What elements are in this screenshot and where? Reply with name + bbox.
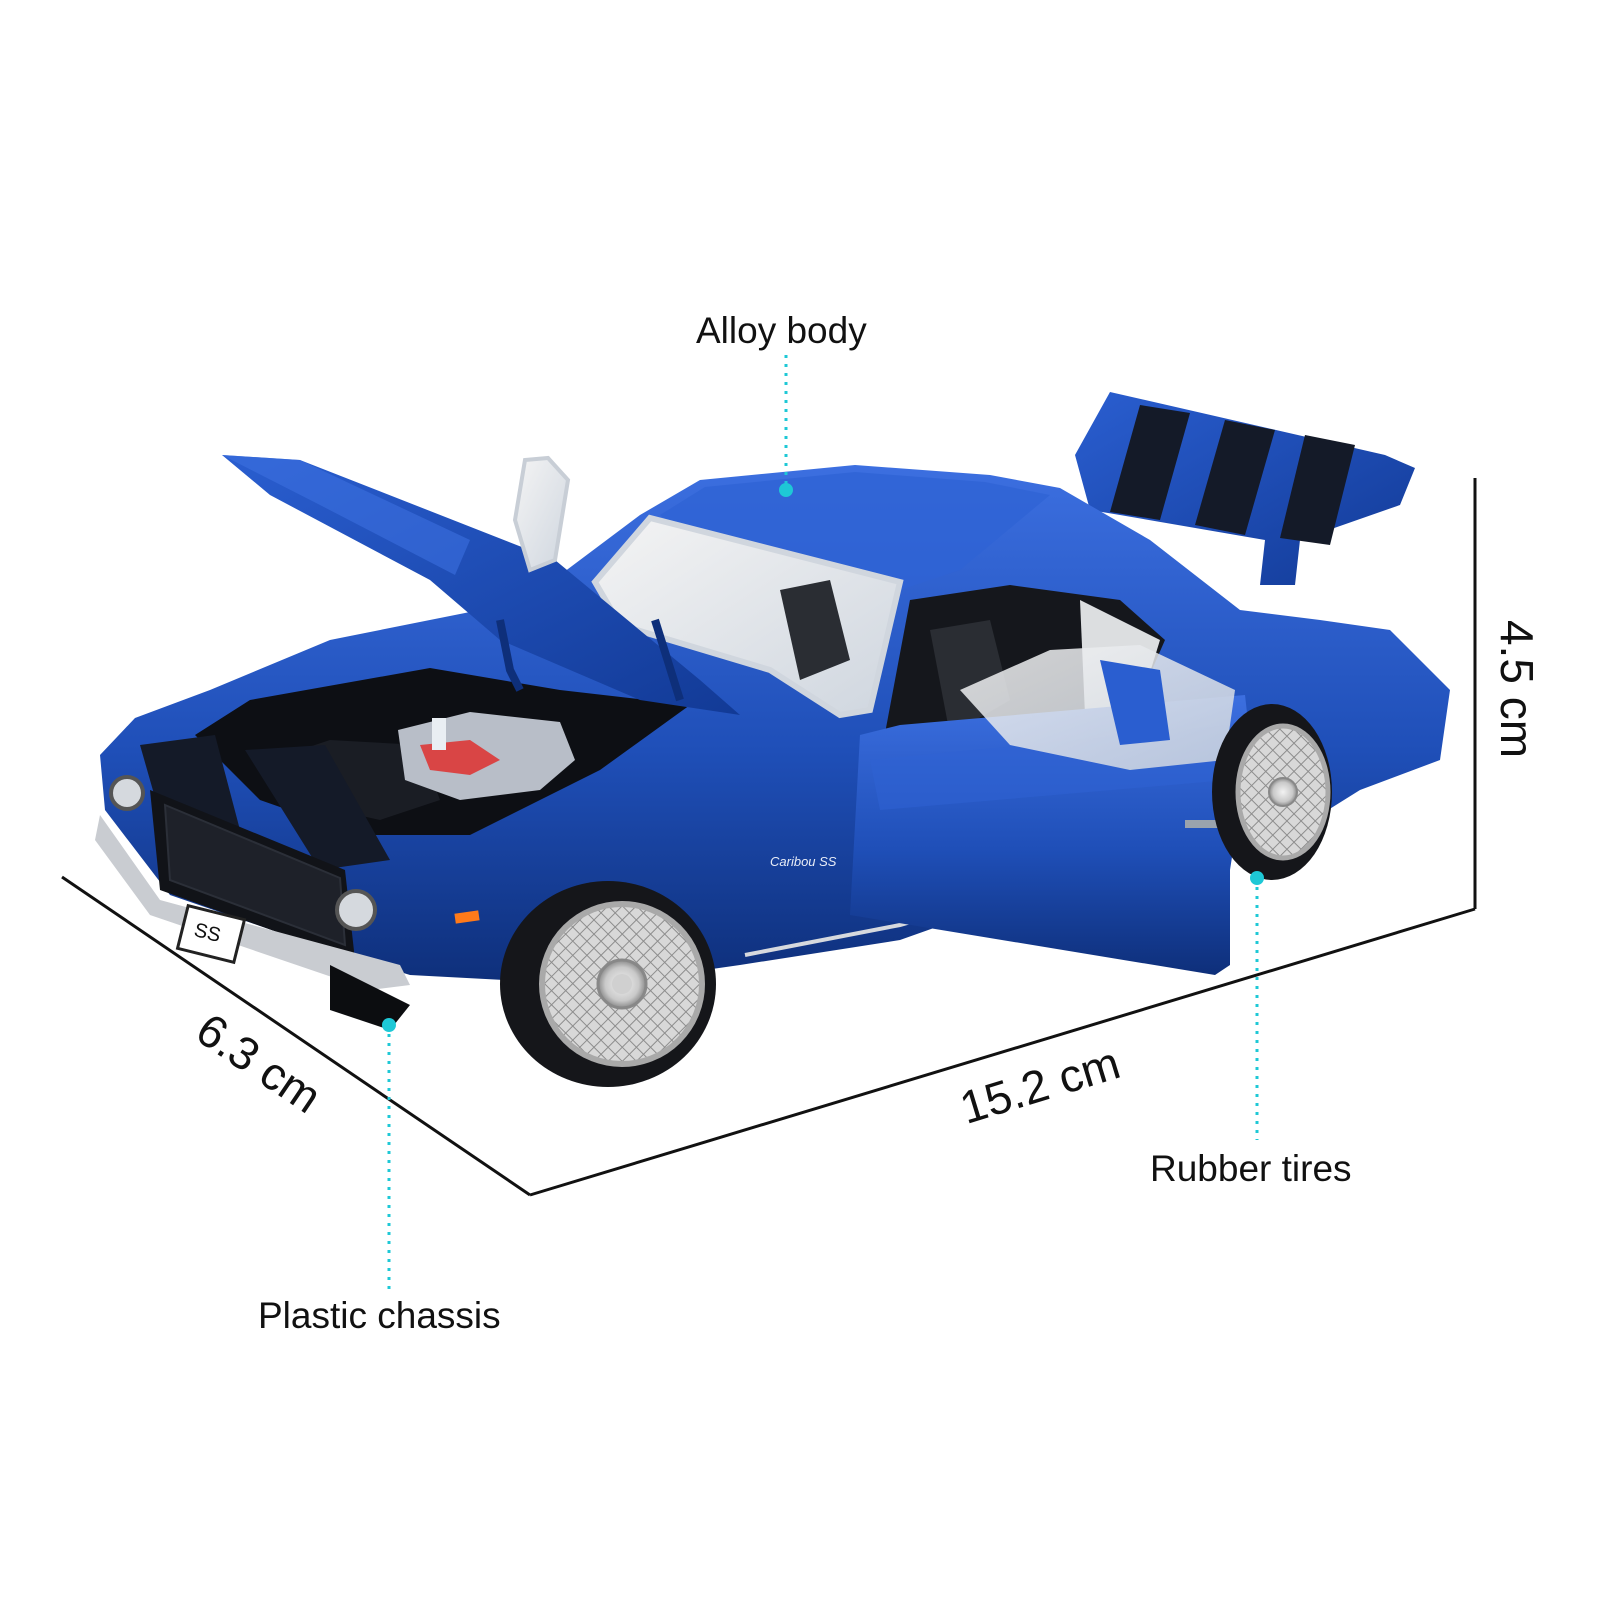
right-headlight xyxy=(335,889,377,931)
open-door xyxy=(850,645,1250,975)
callout-dots xyxy=(382,483,1264,1032)
callout-lines xyxy=(387,355,1259,1290)
left-door-window xyxy=(512,455,571,573)
rubber-tires-label: Rubber tires xyxy=(1150,1148,1352,1189)
length-dimension-line xyxy=(529,907,1476,1197)
dimension-lines xyxy=(61,478,1477,1197)
front-bumper xyxy=(95,815,410,990)
plastic-chassis-dot xyxy=(382,1018,396,1032)
rear-spoiler xyxy=(1075,392,1415,585)
open-hood xyxy=(222,455,740,715)
rear-wheel xyxy=(1212,704,1332,880)
front-wheel xyxy=(500,881,716,1087)
rubber-tires-dot xyxy=(1250,871,1264,885)
alloy-body-dot xyxy=(779,483,793,497)
alloy-body-label: Alloy body xyxy=(696,310,867,351)
plastic-chassis-label: Plastic chassis xyxy=(258,1295,501,1336)
width-dimension-line xyxy=(61,875,531,1197)
caribou-ss-badge: Caribou SS xyxy=(770,854,837,869)
height-dimension-label: 4.5 cm xyxy=(1491,619,1544,759)
plastic-chassis xyxy=(330,965,410,1030)
license-plate xyxy=(175,903,247,965)
left-headlight xyxy=(109,775,145,811)
